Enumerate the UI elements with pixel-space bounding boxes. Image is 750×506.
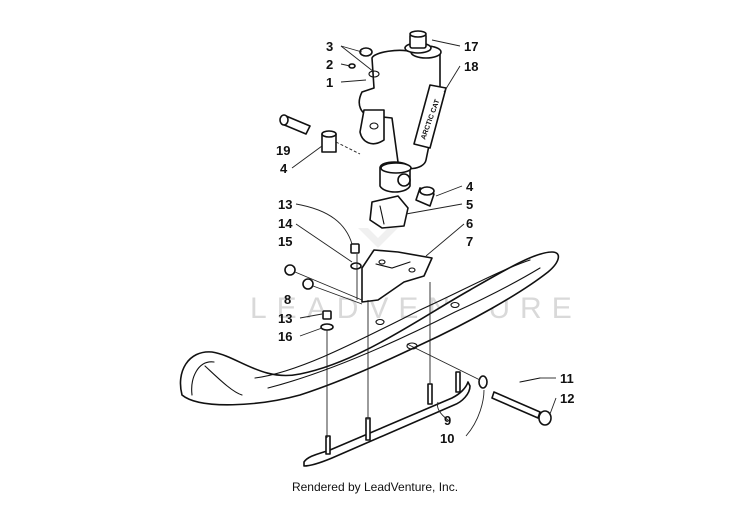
spacer-part-15 — [284, 264, 296, 276]
callout-16: 16 — [278, 329, 292, 344]
nut-part-13-lower — [322, 310, 332, 320]
callout-11: 11 — [560, 371, 574, 386]
callout-leaders — [291, 39, 557, 437]
callout-2: 2 — [326, 57, 333, 72]
callout-4-left: 4 — [280, 161, 288, 176]
callout-18: 18 — [464, 59, 478, 74]
callout-10: 10 — [440, 431, 454, 446]
footer-credit: Rendered by LeadVenture, Inc. — [291, 480, 459, 494]
washer-part-14 — [350, 262, 362, 270]
callout-8: 8 — [284, 292, 291, 307]
callout-12: 12 — [560, 391, 574, 406]
washer-part-3 — [359, 47, 373, 57]
ski-part-7 — [179, 251, 560, 406]
spindle-part-1: ARCTIC CAT — [358, 45, 447, 170]
callout-labels: 3 2 1 17 18 19 4 4 5 13 14 15 6 7 8 13 1… — [276, 39, 574, 446]
callout-19: 19 — [276, 143, 290, 158]
cap-bolt-part-17 — [404, 30, 432, 54]
callout-14: 14 — [278, 216, 293, 231]
spacer-part-8 — [302, 278, 314, 290]
nut-part-13-upper — [350, 243, 360, 254]
washer-part-10 — [478, 375, 488, 389]
callout-5: 5 — [466, 197, 473, 212]
callout-13-upper: 13 — [278, 197, 292, 212]
callout-1: 1 — [326, 75, 333, 90]
washer-part-16 — [320, 323, 334, 331]
callout-15: 15 — [278, 234, 292, 249]
callout-7: 7 — [466, 234, 473, 249]
callout-9: 9 — [444, 413, 451, 428]
callout-6: 6 — [466, 216, 473, 231]
callout-13-lower: 13 — [278, 311, 292, 326]
callout-4-right: 4 — [466, 179, 474, 194]
callout-17: 17 — [464, 39, 478, 54]
assembly-guides — [294, 254, 481, 438]
saddle-part-5 — [369, 195, 409, 229]
column-lower-joint — [379, 161, 412, 193]
pin-part-19 — [279, 114, 311, 135]
watermark-text: LEADVENTURE — [250, 292, 582, 325]
bracket-part-6 — [361, 249, 433, 303]
bushing-part-4-left — [321, 130, 337, 153]
bushing-part-4-right — [415, 186, 435, 207]
cotter-pin-part-11 — [519, 377, 541, 383]
bolt-part-12 — [491, 391, 552, 426]
callout-3: 3 — [326, 39, 333, 54]
